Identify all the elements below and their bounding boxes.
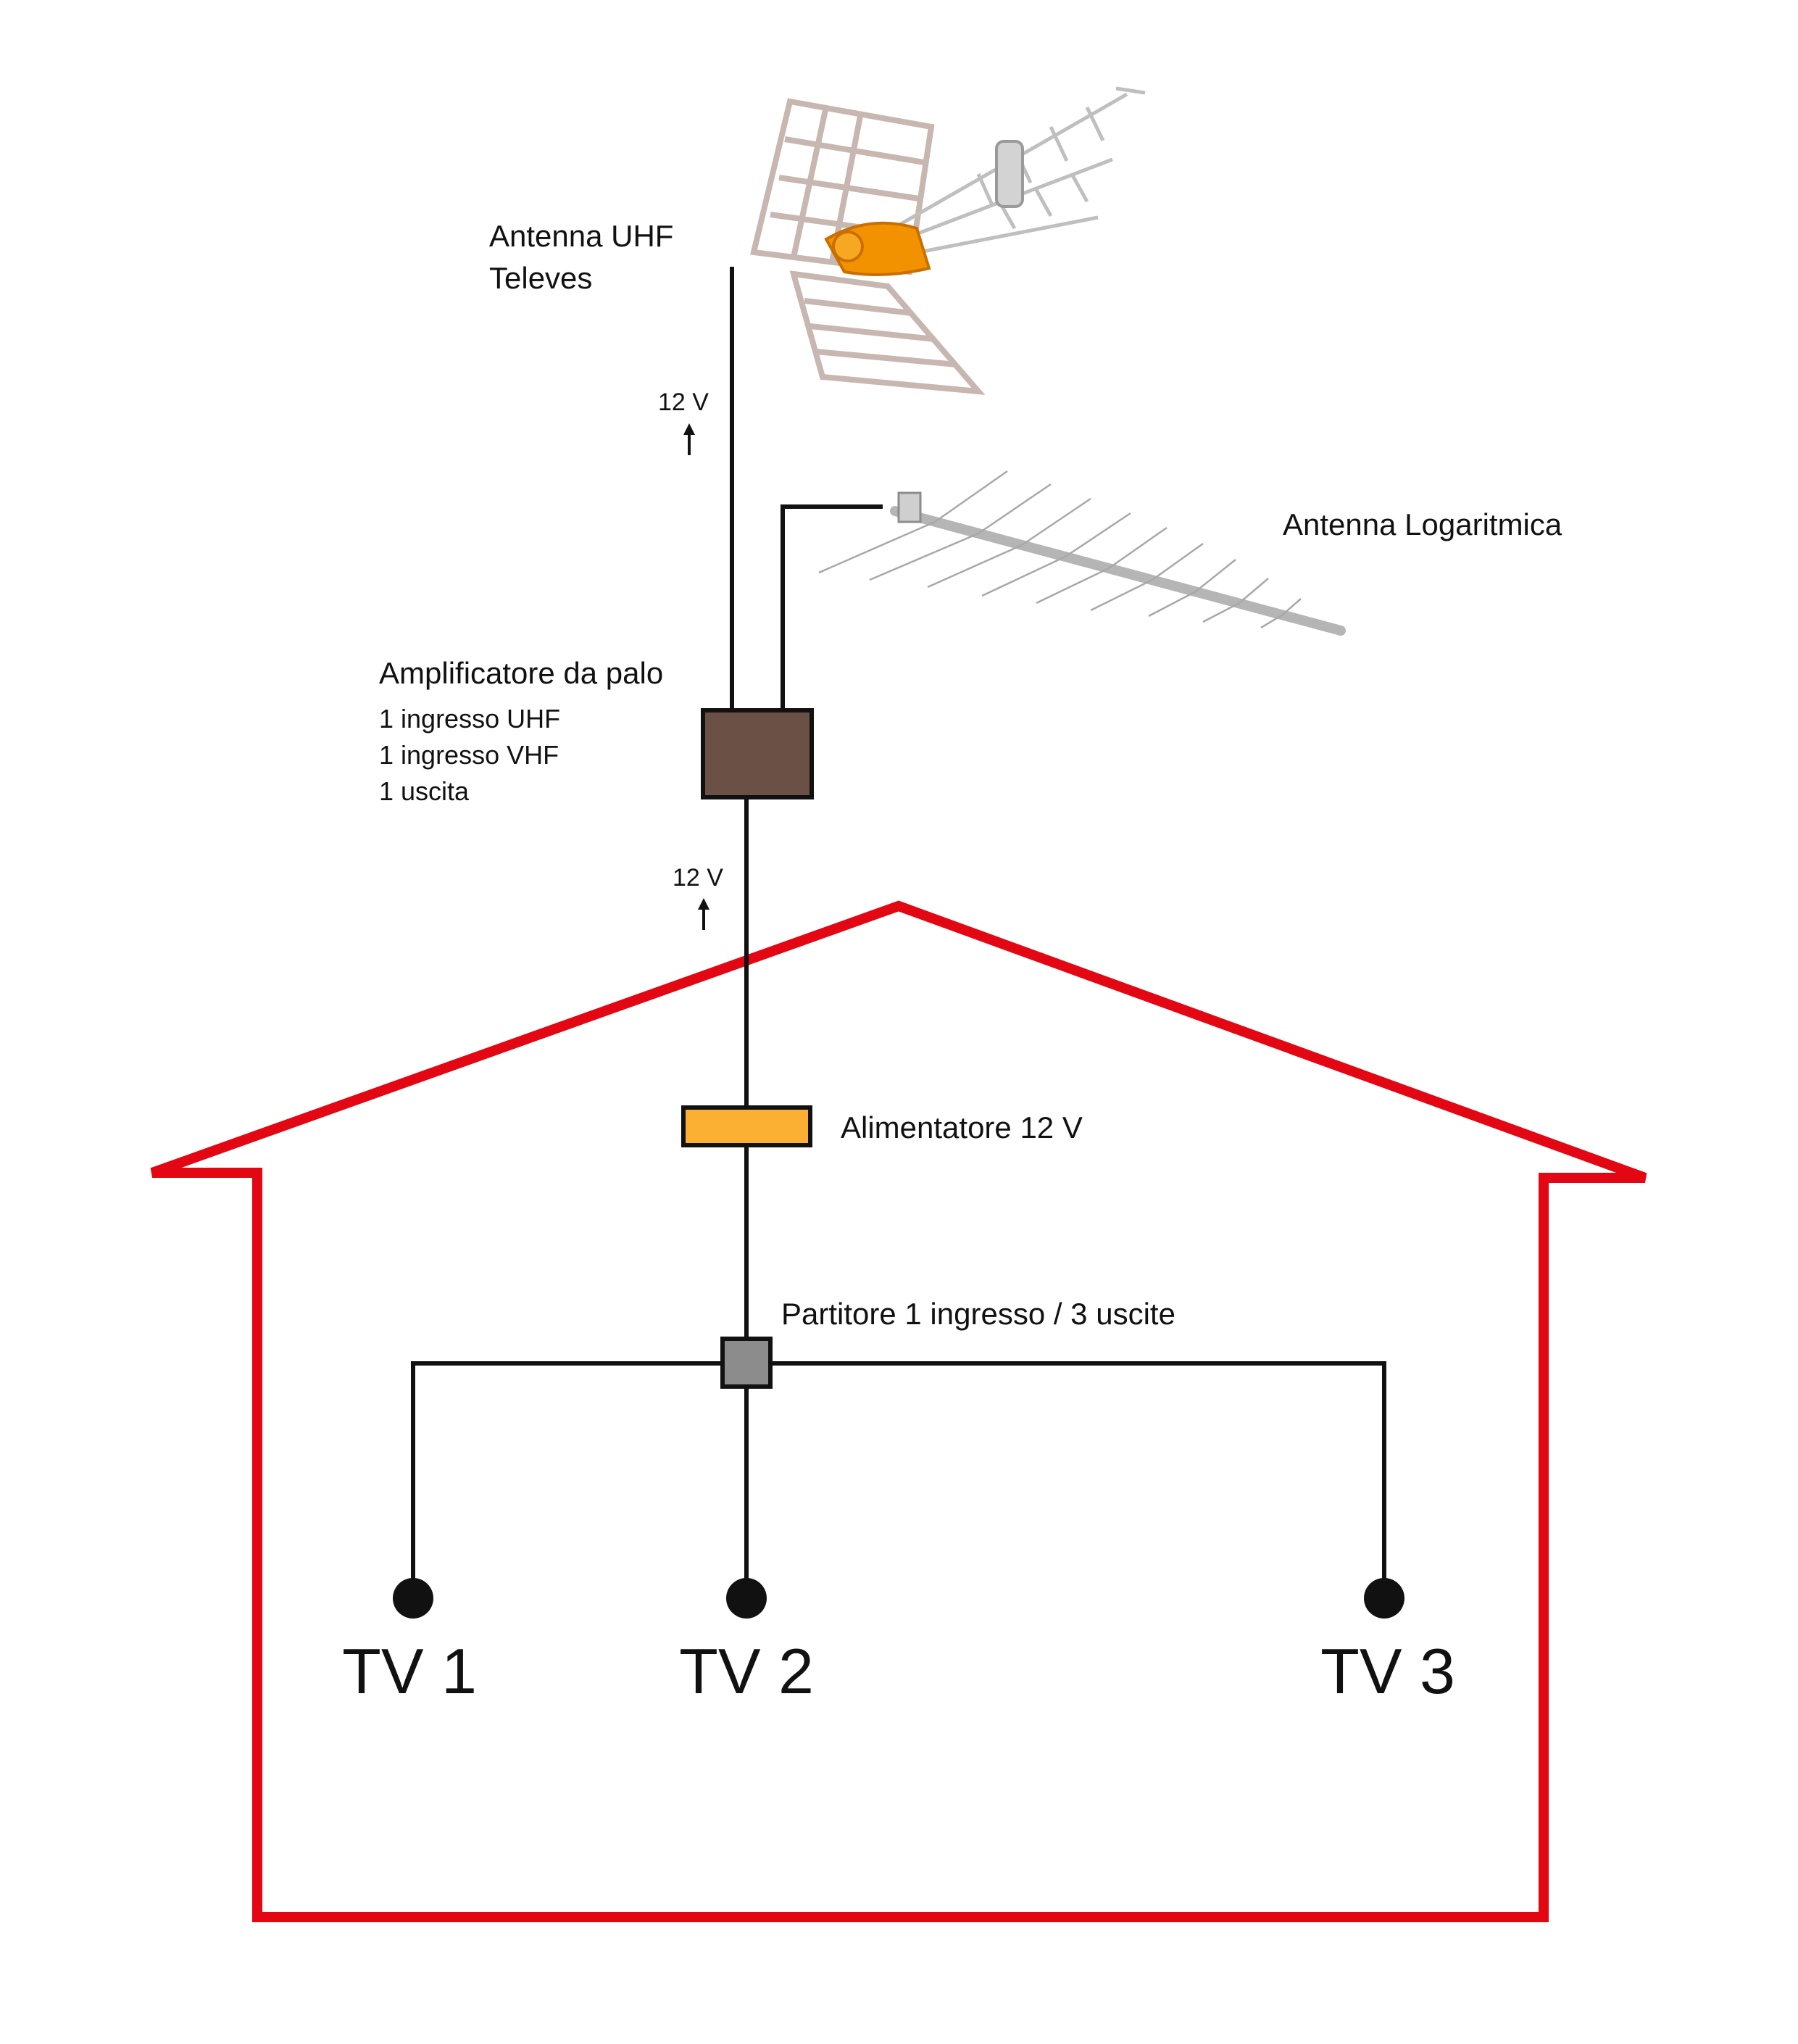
tv1-label: TV 1 xyxy=(342,1635,477,1707)
amplifier-title: Amplificatore da palo xyxy=(379,656,663,690)
voltage-arrow-bottom xyxy=(698,898,709,930)
power-supply-label: Alimentatore 12 V xyxy=(841,1110,1083,1144)
uhf-antenna-label-line2: Televes xyxy=(489,261,592,295)
cable-splitter-to-tv1 xyxy=(411,1361,723,1593)
coax-cables xyxy=(411,267,1386,1593)
tv2-outlet xyxy=(726,1578,767,1619)
cable-log-to-amplifier xyxy=(781,504,883,710)
tv3-outlet xyxy=(1364,1578,1404,1619)
amplifier-detail-3: 1 uscita xyxy=(379,776,470,806)
voltage-label-bottom: 12 V xyxy=(673,864,723,892)
cable-splitter-to-tv3 xyxy=(770,1361,1386,1593)
log-antenna-mount xyxy=(897,491,922,523)
uhf-mast-clamp xyxy=(995,140,1024,208)
voltage-arrow-top xyxy=(683,423,695,455)
amplifier-detail-1: 1 ingresso UHF xyxy=(379,704,560,734)
log-periodic-antenna-icon xyxy=(818,470,1346,636)
splitter-box xyxy=(720,1337,773,1389)
tv2-label: TV 2 xyxy=(679,1635,814,1707)
house-outline xyxy=(150,900,1647,1922)
uhf-dipole-orange xyxy=(824,221,931,276)
uhf-reflector-lower xyxy=(789,270,986,395)
log-antenna-label: Antenna Logaritmica xyxy=(1283,507,1562,541)
power-supply-box xyxy=(681,1105,812,1147)
voltage-label-top: 12 V xyxy=(658,389,709,416)
mast-amplifier-box xyxy=(701,708,814,799)
tv1-outlet xyxy=(393,1578,433,1619)
splitter-label: Partitore 1 ingresso / 3 uscite xyxy=(781,1297,1175,1331)
log-antenna-boom xyxy=(890,506,1346,636)
amplifier-detail-2: 1 ingresso VHF xyxy=(379,740,559,770)
tv3-label: TV 3 xyxy=(1320,1635,1455,1707)
uhf-antenna-label-line1: Antenna UHF xyxy=(489,219,673,253)
uhf-antenna-icon xyxy=(750,86,1146,395)
